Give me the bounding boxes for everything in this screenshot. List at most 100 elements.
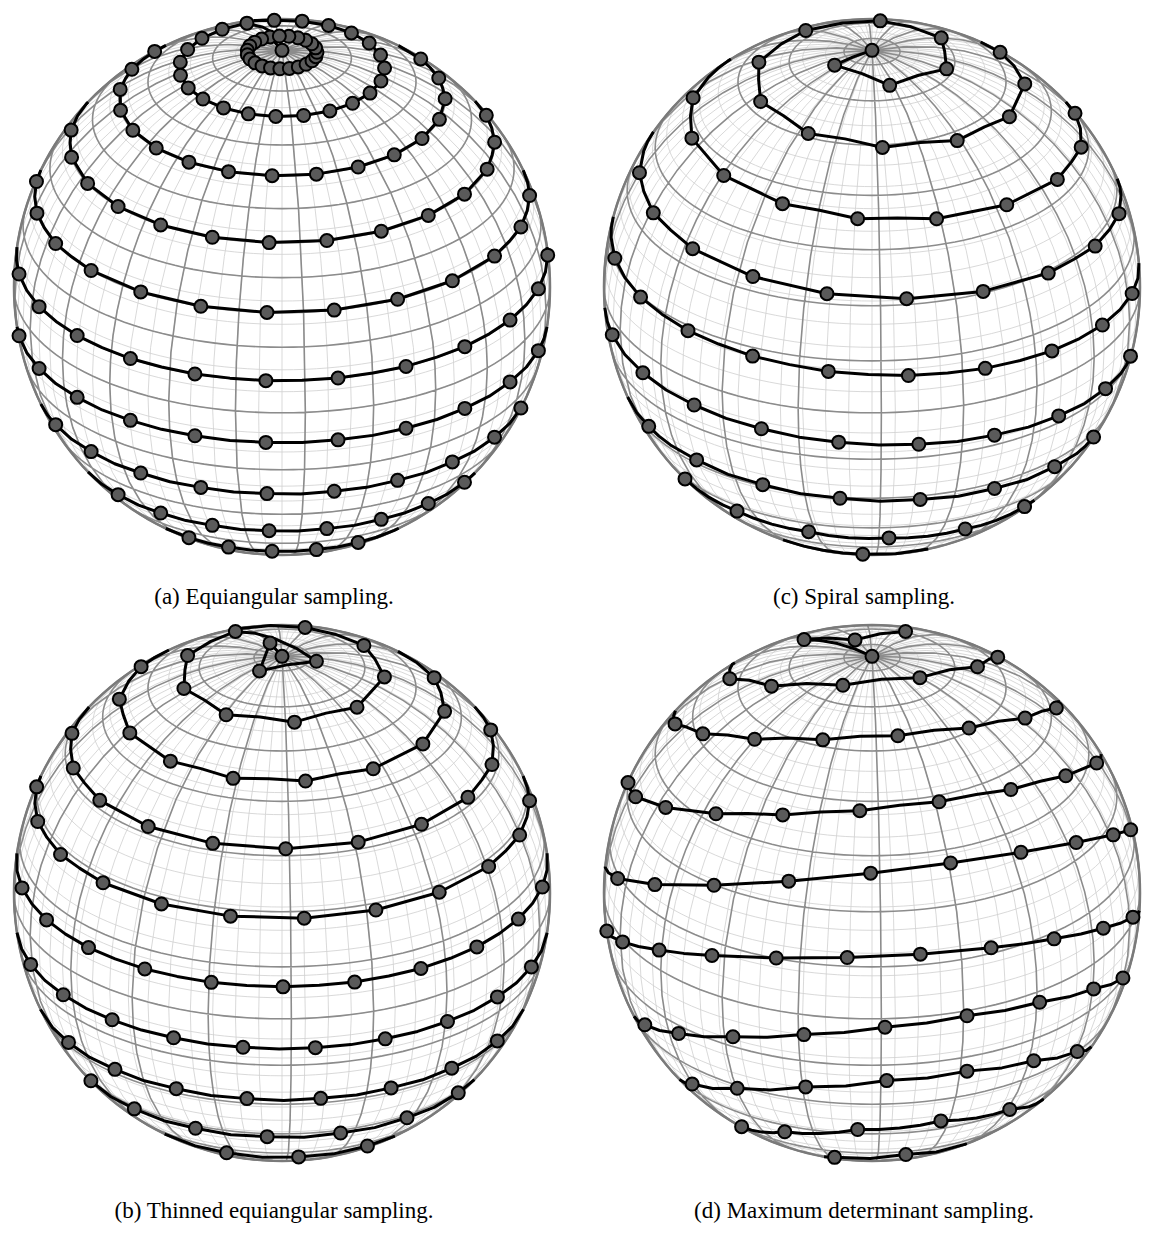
sample-point <box>746 350 759 363</box>
sample-point <box>1124 823 1137 836</box>
sample-point <box>513 829 526 842</box>
sample-point <box>277 980 290 993</box>
sample-point <box>33 300 46 313</box>
sample-point <box>31 815 44 828</box>
sample-point <box>828 59 841 72</box>
sample-point <box>30 175 43 188</box>
sample-point <box>310 655 323 668</box>
sample-point <box>182 531 195 544</box>
sample-point <box>754 95 767 108</box>
sample-point <box>367 762 380 775</box>
sample-point <box>148 45 161 58</box>
sample-point <box>253 664 266 677</box>
sample-point <box>782 875 795 888</box>
sample-point <box>167 1031 180 1044</box>
sample-point <box>833 492 846 505</box>
sample-point <box>883 79 896 92</box>
sample-point <box>240 17 253 30</box>
sample-point <box>288 716 301 729</box>
sample-point <box>633 166 646 179</box>
sample-point <box>482 860 495 873</box>
sample-point <box>481 163 494 176</box>
sphere-fill <box>14 19 550 555</box>
sample-point <box>748 733 761 746</box>
sample-point <box>328 485 341 498</box>
sample-point <box>259 436 272 449</box>
sample-point <box>776 197 789 210</box>
sample-point <box>685 132 698 145</box>
sample-point <box>914 948 927 961</box>
sample-point <box>266 545 279 558</box>
sample-point <box>297 109 310 122</box>
sample-point <box>1045 344 1058 357</box>
sample-point <box>1087 431 1100 444</box>
sample-point <box>439 92 452 105</box>
sample-point <box>364 87 377 100</box>
sample-point <box>128 1102 141 1115</box>
sample-point <box>261 1130 274 1143</box>
sample-point <box>458 402 471 415</box>
sample-point <box>428 671 441 684</box>
sample-point <box>961 1065 974 1078</box>
sample-point <box>880 1074 893 1087</box>
sample-point <box>323 104 336 117</box>
sample-point <box>930 212 943 225</box>
sample-point <box>679 472 692 485</box>
sample-point <box>985 941 998 954</box>
sample-point <box>1116 971 1129 984</box>
sample-point <box>391 293 404 306</box>
sample-point <box>532 282 545 295</box>
sample-point <box>1048 460 1061 473</box>
sample-point <box>216 23 229 36</box>
sample-point <box>134 285 147 298</box>
sample-point <box>378 62 391 75</box>
sample-point <box>388 148 401 161</box>
sample-point <box>523 794 536 807</box>
sample-point <box>62 1036 75 1049</box>
sample-point <box>717 169 730 182</box>
sample-point <box>900 292 913 305</box>
sample-point <box>263 236 276 249</box>
sample-point <box>93 794 106 807</box>
sample-point <box>799 1080 812 1093</box>
fine-grid <box>14 19 550 555</box>
sample-point <box>416 737 429 750</box>
sample-point <box>988 429 1001 442</box>
sample-point <box>488 136 501 149</box>
sample-point <box>891 729 904 742</box>
sphere-fill <box>604 625 1140 1161</box>
sample-point <box>940 62 953 75</box>
caption: (a) Equiangular sampling. <box>154 584 394 610</box>
sample-point <box>416 132 429 145</box>
sample-point <box>686 1078 699 1091</box>
sample-point <box>731 1082 744 1095</box>
sample-point <box>802 525 815 538</box>
sample-point <box>259 374 272 387</box>
sample-point <box>276 44 289 57</box>
sample-point <box>124 352 137 365</box>
sample-point <box>686 242 699 255</box>
sample-point <box>470 940 483 953</box>
sample-point <box>352 536 365 549</box>
sample-point <box>298 912 311 925</box>
sample-point <box>296 15 309 28</box>
sample-point <box>977 285 990 298</box>
sample-point <box>65 727 78 740</box>
sample-point <box>1051 173 1064 186</box>
sample-point <box>310 168 323 181</box>
sample-point <box>832 436 845 449</box>
sample-point <box>696 727 709 740</box>
sample-point <box>504 375 517 388</box>
sample-point <box>1075 141 1088 154</box>
sample-point <box>314 1092 327 1105</box>
sample-point <box>438 705 451 718</box>
sample-point <box>951 134 964 147</box>
sample-point <box>770 951 783 964</box>
fine-grid <box>604 19 1140 555</box>
sample-point <box>681 324 694 337</box>
sample-point <box>899 1148 912 1161</box>
sample-path <box>605 627 1139 1159</box>
sample-point <box>322 19 335 32</box>
sample-point <box>486 758 499 771</box>
sample-point <box>1004 783 1017 796</box>
